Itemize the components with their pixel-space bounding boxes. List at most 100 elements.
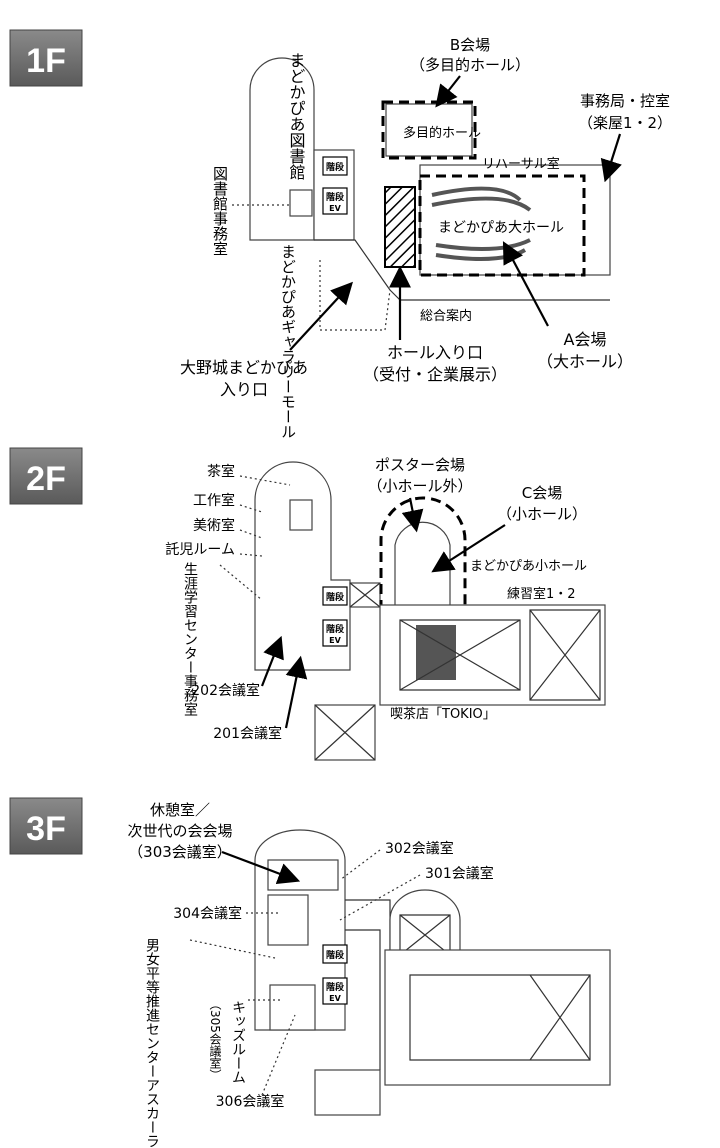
kids-room-sub-label: （305会議室） [208, 998, 222, 1081]
stairs-box-3f-a [322, 944, 348, 964]
stairs-label-3f-b: 階段 [326, 981, 345, 993]
poster-venue-outline [379, 496, 467, 612]
callout-entrance-sub: 入り口 [220, 380, 268, 399]
small-hall-block [394, 521, 451, 611]
kids-room-block [269, 984, 316, 1031]
room-303-block [267, 859, 339, 891]
info-desk-label: 総合案内 [420, 308, 472, 324]
crossed-box-2f-b-x [314, 704, 376, 761]
venue-a-outline [418, 174, 586, 277]
main-hall-label: まどかぴあ大ホール [438, 220, 564, 236]
stage-2f [399, 619, 521, 691]
entrance-area-1f [319, 260, 391, 331]
room-202-label: 202会議室 [191, 682, 260, 699]
cafe-label: 喫茶店「TOKIO」 [390, 706, 496, 722]
callout-poster-arrow [401, 497, 424, 533]
callout-hall-entry-sub: （受付・企業展示） [363, 365, 507, 384]
multipurpose-hall-label: 多目的ホール [403, 125, 481, 141]
floor-badge-1f-text: 1F [26, 42, 66, 80]
east-block-3f [384, 949, 611, 1086]
lifelong-center-label: 生涯学習センター事務室 [182, 562, 198, 716]
nursery-label: 託児ルーム [165, 542, 235, 558]
floor-badge-1f: 1F [9, 29, 83, 87]
library-office-label: 図書館事務室 [211, 166, 229, 256]
kids-room-label: キッズルーム [230, 1000, 246, 1084]
ev-label-1f: EV [329, 204, 341, 213]
rest-room-label-1: 休憩室／ [150, 801, 210, 819]
stairs-label-3f-a: 階段 [326, 949, 345, 961]
callout-venue-c-sub: （小ホール） [497, 505, 587, 523]
rest-room-label-2: 次世代の会会場 [127, 822, 232, 840]
room-201-arrow [284, 655, 308, 729]
callout-venue-a-title: A会場 [564, 330, 607, 349]
floor-1f: 1F 階段 階段 EV まどかぴあ図書館 図書館事務室 まどかぴあギャラリーモー… [9, 29, 672, 439]
art-room-label: 美術室 [193, 517, 235, 534]
practice-seating [416, 625, 456, 680]
room-202-arrow [260, 635, 284, 687]
practice-room-x [529, 609, 601, 701]
stairs-label-1f-a: 階段 [326, 161, 345, 173]
callout-poster-sub: （小ホール外） [367, 477, 472, 495]
multipurpose-hall [385, 103, 473, 157]
room-201-label: 201会議室 [213, 725, 282, 742]
stairs-label-2f-a: 階段 [326, 591, 345, 603]
callout-office-title: 事務局・控室 [580, 92, 670, 110]
hall-entrance-hatched [384, 186, 416, 268]
room-306-block [314, 1069, 381, 1116]
callout-venue-c-title: C会場 [522, 484, 562, 502]
callout-office-sub: （楽屋1・2） [578, 114, 672, 132]
library-room [289, 189, 313, 217]
stairs-box-1f-a [322, 156, 348, 176]
floor-3f: 3F 階段 階段 EV 休憩室／ 次世代の会会場 （303会議室） 302会議室… [9, 797, 611, 1148]
floor-badge-3f: 3F [9, 797, 83, 855]
floor-badge-2f-text: 2F [26, 460, 66, 498]
stairs-label-1f-b: 階段 [326, 191, 345, 203]
room-302-leader [339, 849, 381, 881]
stairs-ev-box-3f [322, 977, 348, 1005]
floor-badge-3f-text: 3F [26, 810, 66, 848]
room-304-block [267, 894, 309, 946]
rest-room-arrow [221, 850, 301, 885]
corridor-1f [314, 239, 401, 301]
left-leaders-2f [219, 475, 291, 601]
rest-room-label-3: （303会議室） [128, 843, 232, 861]
library-label: まどかぴあ図書館 [287, 52, 306, 180]
room-306-label: 306会議室 [216, 1093, 285, 1110]
callout-venue-b-sub: （多目的ホール） [410, 56, 530, 74]
gallery-mall-label: まどかぴあギャラリーモール [279, 244, 297, 439]
stairs-ev-box-1f [322, 187, 348, 215]
craft-room-label: 工作室 [193, 492, 235, 509]
bridge-3f [345, 899, 391, 1070]
floor-badge-2f: 2F [9, 447, 83, 505]
tea-room-block [289, 499, 313, 531]
room-304-label: 304会議室 [173, 905, 242, 922]
small-hall-label: まどかぴあ小ホール [470, 559, 587, 574]
rehearsal-room-label: リハーサル室 [482, 156, 560, 172]
room-302-label: 302会議室 [385, 840, 454, 857]
venue-b-outline [381, 100, 477, 160]
stairs-label-2f-b: 階段 [326, 623, 345, 635]
callout-entrance-arrow [289, 281, 353, 351]
callout-hall-entry-title: ホール入り口 [387, 343, 483, 362]
callout-entrance-title: 大野城まどかぴあ [180, 358, 308, 377]
west-wing-2f [254, 461, 351, 671]
callout-poster-title: ポスター会場 [375, 456, 465, 474]
east-round-3f [389, 889, 461, 961]
practice-room-label: 練習室1・2 [507, 586, 576, 602]
stairs-ev-box-2f [322, 619, 348, 647]
floor-2f: 2F 階段 階段 EV 茶室 工作室 美術室 託児ルーム 生涯学習センター事務室… [9, 447, 606, 761]
callout-venue-b-arrow [435, 75, 461, 108]
callout-venue-c-arrow [431, 524, 506, 573]
ev-label-3f: EV [329, 994, 341, 1003]
tea-room-label: 茶室 [207, 463, 235, 480]
stairs-box-2f-a [322, 586, 348, 606]
room-301-leader [339, 874, 421, 921]
equality-center-label: 男女平等推進センターアスカーラ事務室 [144, 938, 160, 1148]
east-block-x [409, 974, 591, 1061]
callout-venue-b-title: B会場 [450, 36, 490, 54]
callout-office-arrow [600, 133, 622, 183]
callout-venue-a-sub: （大ホール） [537, 352, 633, 371]
callout-venue-a-arrow [502, 241, 549, 327]
ev-label-2f: EV [329, 636, 341, 645]
